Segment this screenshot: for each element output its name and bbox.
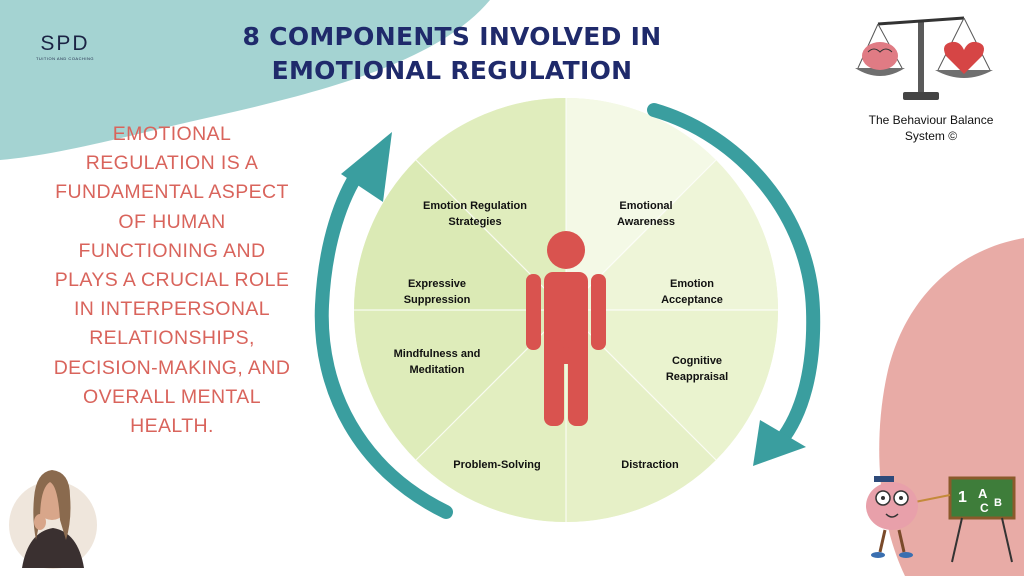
logo-tagline: TUITION AND COACHING — [35, 56, 94, 61]
logo-text: SPD — [40, 32, 90, 55]
intro-line: REGULATION IS A — [85, 152, 259, 175]
brain-teacher-illustration: 1 A B C — [866, 476, 1016, 563]
intro-line: EMOTIONAL — [112, 123, 232, 145]
board-letter-a: A — [978, 486, 988, 501]
component-emotional-awareness: Emotional Awareness — [617, 200, 675, 228]
teal-background-blob — [0, 0, 490, 160]
brand-caption: The Behaviour Balance System © — [846, 112, 1016, 144]
intro-line: OVERALL MENTAL — [83, 385, 261, 408]
brand-line-2: System © — [904, 129, 958, 143]
intro-statement: EMOTIONAL REGULATION IS A FUNDAMENTAL AS… — [40, 120, 304, 441]
balance-scale-icon — [855, 16, 993, 100]
brand-line-1: The Behaviour Balance — [868, 113, 994, 127]
board-letter-b: B — [994, 497, 1002, 509]
component-emotion-acceptance: Emotion Acceptance — [661, 278, 723, 306]
component-emotion-regulation-strategies: Emotion Regulation Strategies — [423, 200, 527, 228]
board-letter-c: C — [980, 501, 989, 515]
cycle-arrow-right-icon — [647, 103, 821, 466]
slide-title-line-1: 8 COMPONENTS INVOLVED IN — [242, 22, 662, 51]
intro-line: OF HUMAN — [118, 210, 226, 233]
slide-title: 8 COMPONENTS INVOLVED IN EMOTIONAL REGUL… — [200, 20, 704, 88]
intro-line: FUNDAMENTAL ASPECT — [55, 181, 289, 204]
intro-line: FUNCTIONING AND — [78, 239, 266, 262]
component-mindfulness-meditation: Mindfulness and Meditation — [393, 348, 481, 376]
cycle-arrow-left-icon — [314, 132, 453, 519]
spd-logo: SPD TUITION AND COACHING — [20, 32, 110, 62]
board-digit: 1 — [958, 489, 967, 506]
component-distraction: Distraction — [621, 459, 679, 471]
intro-line: HEALTH. — [130, 415, 214, 438]
presenter-webcam-avatar — [9, 470, 97, 569]
intro-line: DECISION-MAKING, AND — [53, 356, 291, 379]
component-cognitive-reappraisal: Cognitive Reappraisal — [665, 355, 729, 383]
intro-line: PLAYS A CRUCIAL ROLE — [54, 269, 290, 292]
component-problem-solving: Problem-Solving — [453, 459, 541, 471]
component-expressive-suppression: Expressive Suppression — [403, 278, 471, 306]
intro-line: IN INTERPERSONAL — [73, 298, 271, 321]
slide-title-line-2: EMOTIONAL REGULATION — [271, 56, 633, 85]
intro-line: RELATIONSHIPS, — [89, 327, 255, 350]
person-figure-icon — [526, 231, 606, 426]
